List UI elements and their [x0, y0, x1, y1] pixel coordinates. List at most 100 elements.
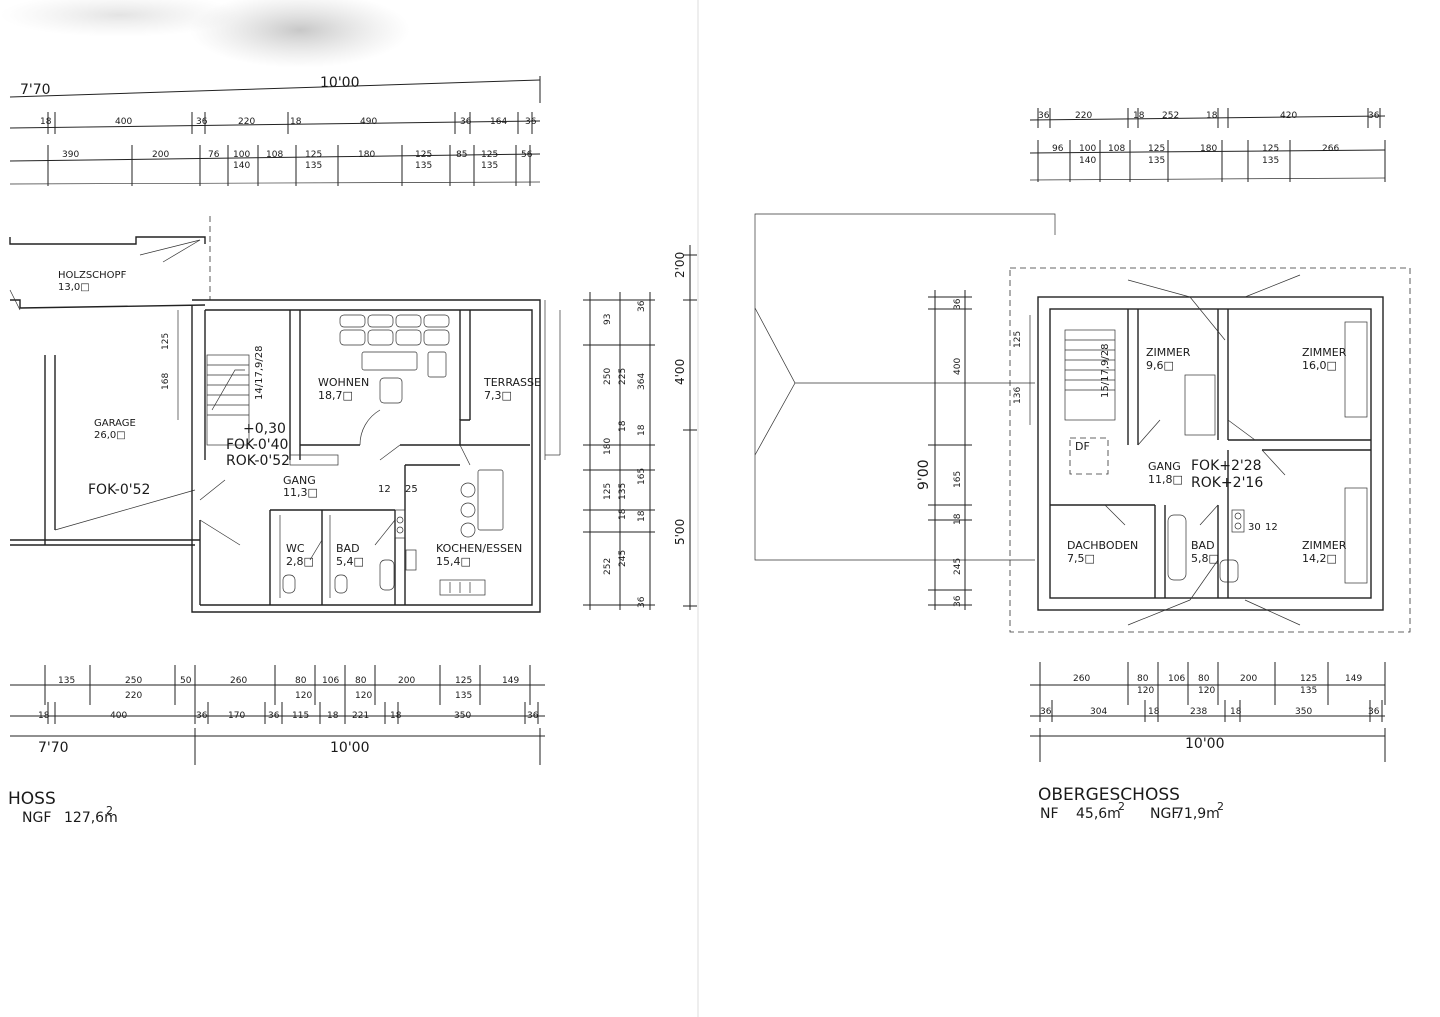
dim-text: 180 [603, 438, 613, 455]
dim-text: 106 [322, 676, 339, 686]
room-name-wc: WC [286, 542, 305, 555]
dim-text: 200 [398, 676, 415, 686]
dim-text: 252 [1162, 111, 1179, 121]
dim-text: 140 [233, 161, 250, 171]
dim-text: 18 [1148, 707, 1160, 717]
dim-text: 36 [1368, 111, 1380, 121]
dim-text: 400 [115, 117, 132, 127]
dim-text: 149 [502, 676, 519, 686]
dim-text: 390 [62, 150, 79, 160]
dim-text: 149 [1345, 674, 1362, 684]
dim-text: 100 [1079, 144, 1096, 154]
left-title-block: HOSS NGF 127,6m 2 [8, 789, 118, 826]
dim-text: 125 [161, 333, 171, 350]
dim-text: 238 [1190, 707, 1207, 717]
right-title-block: OBERGESCHOSS NF 45,6m 2 NGF 71,9m 2 [1038, 785, 1224, 822]
dim-text: 106 [1168, 674, 1185, 684]
dim-text: 120 [355, 691, 372, 701]
dim-text: 80 [355, 676, 367, 686]
dim-text: 125 [1148, 144, 1165, 154]
plan-title-right: OBERGESCHOSS [1038, 785, 1180, 805]
dim-text: 80 [295, 676, 307, 686]
dim-text: 36 [637, 300, 647, 312]
dim-text: 10'00 [1185, 736, 1224, 752]
dim-text: 125 [455, 676, 472, 686]
dim-text: 135 [58, 676, 75, 686]
dim-text: 18 [40, 117, 52, 127]
dining-table [439, 469, 504, 596]
dim-text: 36 [1040, 707, 1052, 717]
plan-title-left: HOSS [8, 789, 56, 809]
dim-text: 36 [953, 595, 963, 607]
dim-text: 4'00 [673, 359, 687, 385]
dim-text: 36 [196, 711, 208, 721]
dim-text: 168 [161, 373, 171, 390]
desk [1184, 374, 1216, 436]
dim-text: 250 [125, 676, 142, 686]
dim-text: 85 [456, 150, 467, 160]
room-area-kochen: 15,4□ [436, 555, 471, 568]
room-area-gang: 11,8□ [1148, 473, 1183, 486]
bed [1344, 321, 1368, 418]
dim-text: 490 [360, 117, 377, 127]
toilet [334, 574, 348, 594]
room-name-gang: GANG [283, 474, 316, 487]
dim-text: 18 [290, 117, 302, 127]
room-area-wohnen: 18,7□ [318, 389, 353, 402]
dim-text: 165 [953, 471, 963, 488]
dim-text: 135 [1262, 156, 1279, 166]
dim-text: 180 [1200, 144, 1217, 154]
dim-text: 18 [327, 711, 339, 721]
dim-text: 120 [1198, 686, 1215, 696]
room-area-dachboden: 7,5□ [1067, 552, 1095, 565]
room-name-zimmer-a: ZIMMER [1146, 346, 1191, 359]
dim-text: 220 [238, 117, 255, 127]
fixture [1234, 512, 1242, 520]
fixture [1234, 522, 1242, 530]
dim-text: 9'00 [916, 459, 932, 490]
room-area-bad: 5,4□ [336, 555, 364, 568]
dim-text: 220 [125, 691, 142, 701]
room-name-garage: GARAGE [94, 418, 136, 429]
scan-smudge [0, 0, 240, 37]
level-b: FOK-0'40 [226, 437, 288, 453]
dim-text: 36 [460, 117, 472, 127]
dim-text: 18 [1230, 707, 1242, 717]
dim-text: 400 [110, 711, 127, 721]
dim-text: 135 [481, 161, 498, 171]
dim-text: 125 [1300, 674, 1317, 684]
stair-label: 15/17,9/28 [1100, 344, 1111, 398]
left-right-dimensions: 9325018012525222518135182453636418165183… [583, 245, 697, 610]
toilet [1219, 559, 1239, 583]
ngf-sup: 2 [1217, 800, 1224, 813]
sofa-furniture [339, 314, 450, 404]
dim-text: 364 [637, 373, 647, 390]
toilet [282, 574, 296, 594]
dim-text: 12 [378, 484, 391, 495]
dim-text: 18 [618, 508, 628, 520]
dim-text: 125 [481, 150, 498, 160]
dim-text: 135 [1148, 156, 1165, 166]
dim-text: 18 [953, 513, 963, 525]
burner [396, 526, 404, 534]
room-name-gang: GANG [1148, 460, 1181, 473]
dim-text: 180 [358, 150, 375, 160]
stair: 15/17,9/28 [1064, 329, 1116, 421]
ngf-label: NGF [22, 810, 51, 826]
room-area-wc: 2,8□ [286, 555, 314, 568]
dim-text: 266 [1322, 144, 1339, 154]
dim-text: 18 [1133, 111, 1145, 121]
room-area-terrasse: 7,3□ [484, 389, 512, 402]
room-name-dachboden: DACHBODEN [1067, 539, 1138, 552]
dim-text: 260 [1073, 674, 1090, 684]
dim-text: 36 [268, 711, 280, 721]
dim-text: 36 [637, 596, 647, 608]
dim-text: 5'00 [673, 519, 687, 545]
level-c: ROK-0'52 [226, 453, 290, 469]
